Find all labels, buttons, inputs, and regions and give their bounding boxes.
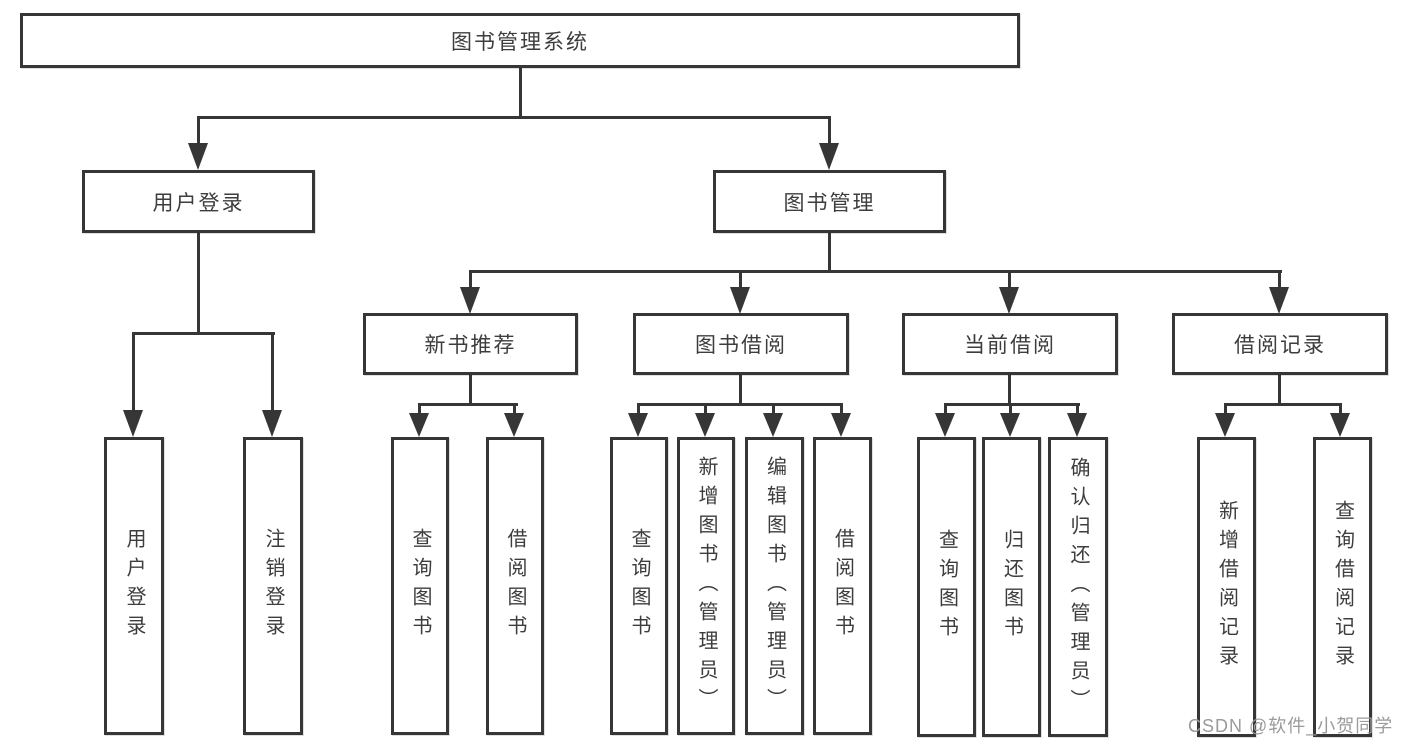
connector-br-query-drop [1339, 403, 1342, 415]
leaf-cb-query-books: 查询图书 [917, 437, 976, 737]
leaf-br-query-record: 查询借阅记录 [1313, 437, 1372, 737]
arrowhead-bb-edit-icon [763, 413, 783, 437]
connector-borrow-records-bus [1224, 403, 1342, 406]
connector-bb-add-drop [704, 403, 707, 415]
leaf-bb-query-books: 查询图书 [610, 437, 668, 735]
node-book-borrow: 图书借阅 [633, 313, 849, 375]
arrowhead-bb-borrow-icon [831, 413, 851, 437]
arrowhead-book-borrow-icon [730, 287, 750, 314]
leaf-cb-return-books: 归还图书 [982, 437, 1041, 737]
leaf-bb-borrow-books: 借阅图书 [813, 437, 872, 735]
connector-current-borrow-stem [1008, 374, 1011, 406]
arrowhead-user-login-icon [188, 143, 208, 170]
connector-current-borrow-drop [1008, 270, 1011, 289]
arrowhead-br-query-icon [1330, 413, 1350, 437]
connector-bb-borrow-drop [840, 403, 843, 415]
arrowhead-br-add-icon [1215, 413, 1235, 437]
leaf-user-login: 用户登录 [104, 437, 164, 735]
connector-new-book-stem [469, 374, 472, 406]
connector-cb-return-drop [1009, 403, 1012, 415]
arrowhead-new-book-icon [460, 287, 480, 314]
leaf-bb-edit-books-admin: 编辑图书（管理员） [745, 437, 804, 735]
node-current-borrow: 当前借阅 [902, 313, 1118, 375]
arrowhead-cb-confirm-icon [1067, 413, 1087, 437]
node-new-book-recommend: 新书推荐 [363, 313, 578, 375]
leaf-nb-query-books: 查询图书 [391, 437, 449, 735]
connector-user-login-bus [132, 332, 275, 335]
connector-book-mgmt-stem [828, 232, 831, 273]
node-user-login: 用户登录 [82, 170, 315, 233]
connector-nb-borrow-drop [513, 403, 516, 415]
node-book-management: 图书管理 [713, 170, 946, 233]
connector-level3-bus [469, 270, 1282, 273]
arrowhead-cb-query-icon [935, 413, 955, 437]
connector-new-book-drop [469, 270, 472, 289]
connector-bb-edit-drop [772, 403, 775, 415]
watermark: CSDN @软件_小贺同学 [1188, 716, 1394, 736]
connector-user-login-drop [197, 116, 200, 146]
arrowhead-leaf-logout-icon [262, 410, 282, 437]
connector-br-add-drop [1224, 403, 1227, 415]
leaf-cb-confirm-return-admin: 确认归还（管理员） [1048, 437, 1108, 737]
node-borrow-records: 借阅记录 [1172, 313, 1388, 375]
connector-book-borrow-bus [637, 403, 843, 406]
connector-root-stem [519, 66, 522, 117]
connector-new-book-bus [418, 403, 518, 406]
arrowhead-borrow-records-icon [1269, 287, 1289, 314]
arrowhead-bb-query-icon [628, 413, 648, 437]
connector-book-mgmt-drop [828, 116, 831, 146]
arrowhead-book-mgmt-icon [819, 143, 839, 170]
leaf-nb-borrow-books: 借阅图书 [486, 437, 544, 735]
arrowhead-bb-add-icon [695, 413, 715, 437]
connector-cb-query-drop [944, 403, 947, 415]
connector-borrow-records-stem [1278, 374, 1281, 406]
leaf-br-add-record: 新增借阅记录 [1197, 437, 1256, 737]
connector-user-login-stem [197, 232, 200, 335]
connector-bb-query-drop [637, 403, 640, 415]
arrowhead-nb-query-icon [409, 413, 429, 437]
connector-book-borrow-stem [739, 374, 742, 406]
connector-book-borrow-drop [739, 270, 742, 289]
arrowhead-nb-borrow-icon [504, 413, 524, 437]
connector-borrow-records-drop [1278, 270, 1281, 289]
connector-current-borrow-bus [944, 403, 1080, 406]
connector-leaf-user-login-drop [132, 332, 135, 411]
arrowhead-current-borrow-icon [999, 287, 1019, 314]
arrowhead-cb-return-icon [1000, 413, 1020, 437]
connector-level2-bus [197, 116, 831, 119]
node-library-management-system: 图书管理系统 [20, 13, 1020, 68]
connector-cb-confirm-drop [1076, 403, 1079, 415]
connector-leaf-logout-drop [271, 332, 274, 411]
leaf-bb-add-books-admin: 新增图书（管理员） [677, 437, 735, 735]
connector-nb-query-drop [418, 403, 421, 415]
arrowhead-leaf-user-login-icon [123, 410, 143, 437]
leaf-logout-login: 注销登录 [243, 437, 303, 735]
